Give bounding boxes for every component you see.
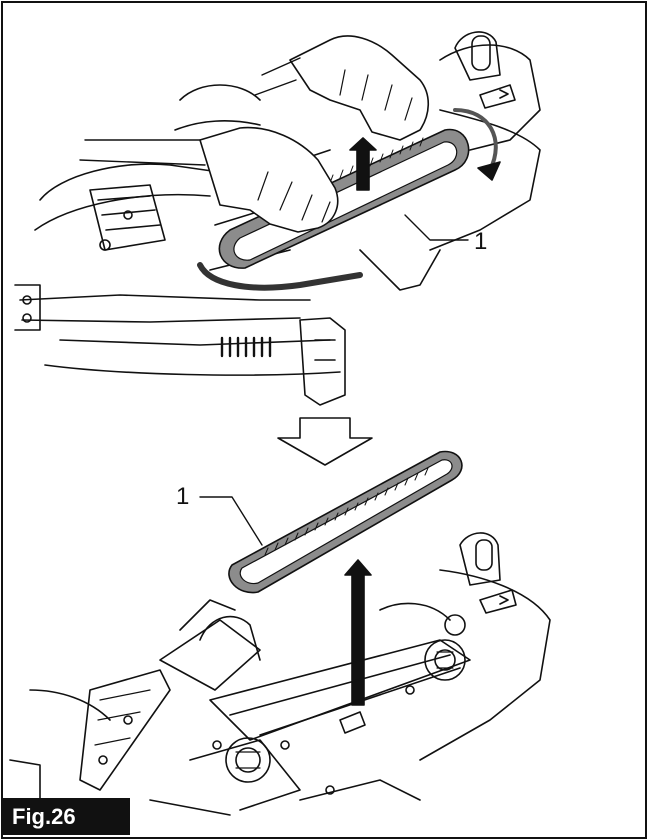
bottom-machine-body: [9, 532, 551, 816]
up-arrow-icon: [349, 137, 377, 191]
callout-number-bottom: 1: [176, 483, 190, 510]
up-arrow-icon: [344, 559, 372, 706]
bottom-callout-leader: [199, 496, 263, 546]
figure-label: Fig.26: [3, 798, 130, 835]
top-drive-belt: [197, 128, 470, 291]
down-arrow-icon: [277, 417, 373, 466]
callout-number-top: 1: [474, 228, 488, 255]
drive-belt-icon: [228, 450, 463, 594]
rotation-arrow-icon: [453, 108, 501, 181]
gloved-hand-icon: [79, 35, 430, 233]
top-callout-leader: [404, 214, 469, 241]
